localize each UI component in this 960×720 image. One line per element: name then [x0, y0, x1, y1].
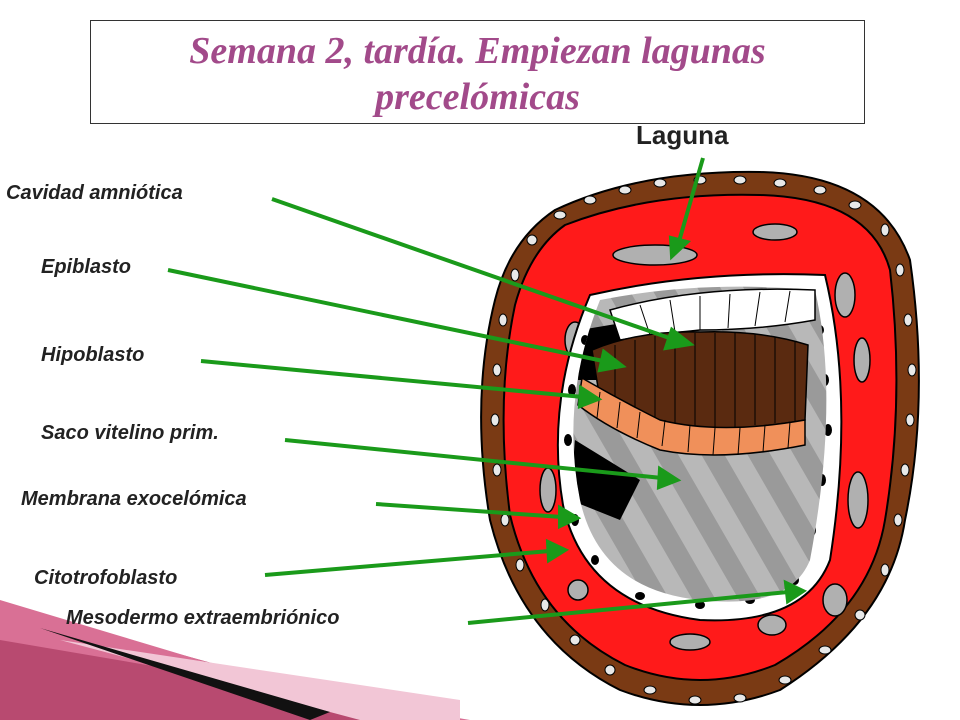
arrowhead-cavidad: [663, 326, 695, 351]
arrowhead-laguna: [668, 235, 692, 261]
label-hipoblasto: Hipoblasto: [41, 344, 145, 366]
arrowhead-hipoblasto: [577, 384, 603, 409]
arrowhead-saco: [656, 465, 682, 490]
label-epiblasto: Epiblasto: [41, 256, 132, 278]
arrow-laguna: [676, 157, 705, 246]
cytotrophoblast-cells: [490, 175, 917, 705]
label-membrana-exocelomica: Membrana exocelómica: [21, 488, 247, 510]
arrow-mesodermo: [467, 590, 789, 625]
label-mesodermo-extraembrionico: Mesodermo extraembriónico: [66, 607, 340, 629]
label-laguna: Laguna: [636, 120, 729, 150]
hypoblast-layer: [577, 376, 806, 456]
arrow-membrana: [375, 502, 563, 519]
hypoblast-cell-lines: [596, 391, 791, 456]
epiblast-cell-lines: [614, 333, 796, 428]
label-cavidad-amniotica: Cavidad amniótica: [6, 182, 183, 204]
title-box: Semana 2, tardía. Empiezan lagunas prece…: [90, 20, 865, 124]
arrowhead-membrana: [558, 504, 582, 530]
arrowhead-citotrofoblasto: [545, 538, 570, 564]
label-citotrofoblasto: Citotrofoblasto: [34, 567, 178, 589]
arrowhead-mesodermo: [783, 579, 808, 605]
arrow-citotrofoblasto: [264, 549, 551, 577]
arrow-hipoblasto: [200, 359, 584, 399]
arrow-saco: [284, 438, 663, 480]
title-line-2: precelómicas: [375, 76, 580, 118]
title-line-1: Semana 2, tardía. Empiezan lagunas: [189, 30, 766, 72]
arrow-epiblasto: [167, 268, 609, 364]
lacunae: [539, 223, 871, 651]
label-saco-vitelino: Saco vitelino prim.: [41, 422, 219, 444]
arrow-cavidad: [271, 197, 676, 342]
arrowhead-epiblasto: [597, 348, 627, 373]
label-arrows: [167, 157, 808, 625]
decorative-ribbon: [0, 600, 470, 720]
